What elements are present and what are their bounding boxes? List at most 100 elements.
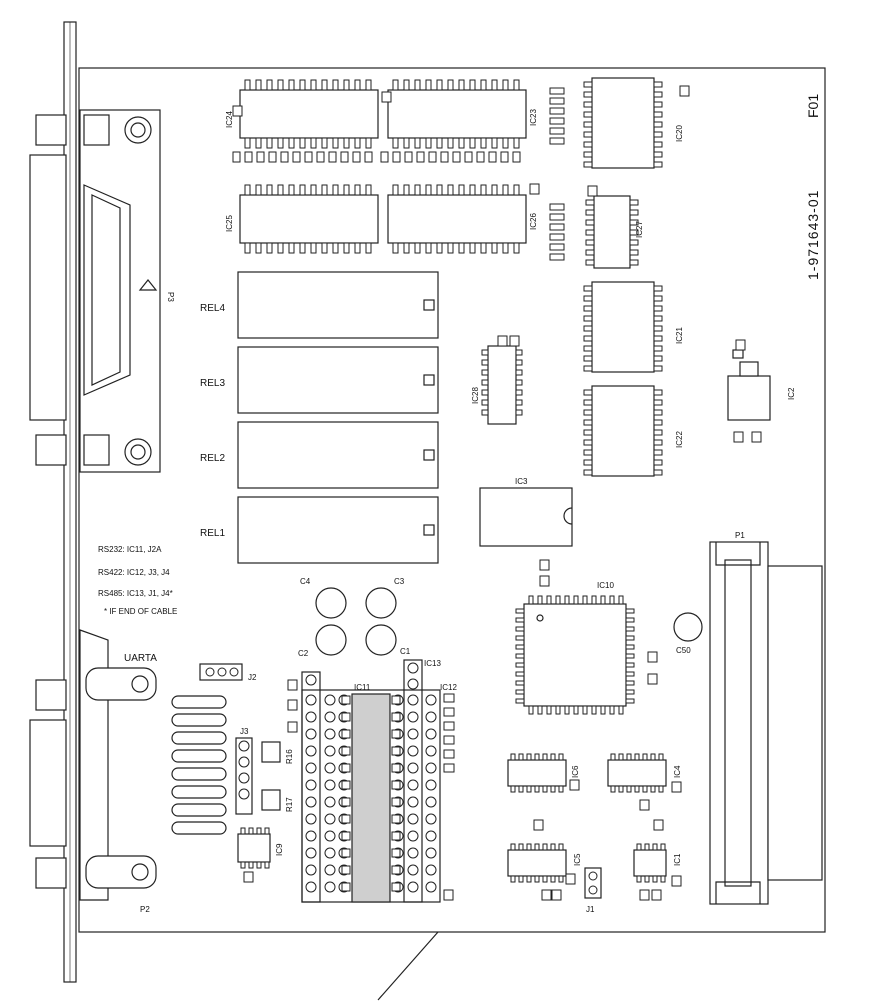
- pin: [528, 705, 534, 715]
- pin: [292, 151, 301, 163]
- pad: [238, 788, 250, 800]
- label-c4: C4: [300, 577, 311, 586]
- label-p3: P3: [166, 292, 175, 302]
- pin: [304, 151, 313, 163]
- ic3-package: [479, 487, 573, 547]
- pin: [515, 379, 523, 386]
- jumper-strip: [171, 803, 227, 817]
- pin: [244, 137, 251, 149]
- pin: [583, 335, 593, 342]
- pin: [679, 85, 690, 97]
- pin: [585, 259, 595, 266]
- label-ic10: IC10: [597, 581, 614, 590]
- pin: [464, 151, 473, 163]
- pin: [232, 151, 241, 163]
- ic10-package: [523, 603, 627, 707]
- pin: [583, 389, 593, 396]
- pin: [650, 785, 656, 793]
- pin: [585, 239, 595, 246]
- pin: [618, 705, 624, 715]
- pin: [653, 101, 663, 108]
- pad: [425, 694, 437, 706]
- label-ic5: IC5: [573, 853, 582, 866]
- pin: [653, 305, 663, 312]
- pin: [653, 81, 663, 88]
- pin: [343, 79, 350, 91]
- pin: [542, 843, 548, 851]
- label-ic25: IC25: [225, 215, 234, 232]
- pad: [425, 830, 437, 842]
- pin: [277, 137, 284, 149]
- pad: [425, 796, 437, 808]
- pin: [518, 785, 524, 793]
- pin: [549, 243, 565, 251]
- pin: [518, 753, 524, 761]
- pin: [510, 843, 516, 851]
- pin: [232, 105, 243, 117]
- pin: [277, 242, 284, 254]
- pin: [343, 184, 350, 196]
- pin: [443, 735, 455, 745]
- pin: [341, 797, 351, 807]
- pin: [625, 662, 635, 668]
- pad: [425, 728, 437, 740]
- pad: [324, 728, 336, 740]
- pin: [558, 753, 564, 761]
- pad: [238, 772, 250, 784]
- pin: [332, 79, 339, 91]
- label-c50: C50: [676, 646, 691, 655]
- pad: [407, 813, 419, 825]
- capacitors-large: [315, 587, 397, 656]
- pin: [609, 595, 615, 605]
- pin: [671, 781, 682, 793]
- pin: [549, 87, 565, 95]
- pad: [407, 678, 419, 690]
- pin: [625, 689, 635, 695]
- pin: [469, 137, 476, 149]
- pad: [425, 711, 437, 723]
- pin: [354, 242, 361, 254]
- pin: [546, 705, 552, 715]
- pin: [391, 865, 401, 875]
- pin: [653, 459, 663, 466]
- pin: [550, 843, 556, 851]
- pin: [583, 295, 593, 302]
- pin: [255, 79, 262, 91]
- pin: [443, 763, 455, 773]
- pin: [443, 889, 454, 901]
- pin: [502, 137, 509, 149]
- pad: [305, 881, 317, 893]
- pin: [515, 653, 525, 659]
- pin: [625, 680, 635, 686]
- pin: [582, 705, 588, 715]
- pin: [653, 121, 663, 128]
- pad: [407, 694, 419, 706]
- pad: [238, 740, 250, 752]
- pin: [248, 827, 254, 835]
- pin: [481, 399, 489, 406]
- pin: [287, 679, 298, 691]
- resistor-r17-body: [261, 789, 281, 811]
- ic9-package: [237, 833, 271, 863]
- pin: [518, 843, 524, 851]
- pin: [600, 705, 606, 715]
- pin: [414, 79, 421, 91]
- pin: [735, 339, 746, 351]
- pin: [266, 184, 273, 196]
- pad: [305, 711, 317, 723]
- pad: [407, 864, 419, 876]
- pin: [533, 819, 544, 831]
- label-c2: C2: [298, 649, 309, 658]
- jumper-strip: [171, 767, 227, 781]
- pin: [365, 79, 372, 91]
- pad: [407, 881, 419, 893]
- pin: [549, 127, 565, 135]
- pin: [587, 185, 598, 197]
- connector-p3: [29, 109, 161, 473]
- pin: [469, 184, 476, 196]
- pin: [255, 184, 262, 196]
- pin: [513, 79, 520, 91]
- pin: [299, 184, 306, 196]
- pin: [256, 827, 262, 835]
- pin: [244, 242, 251, 254]
